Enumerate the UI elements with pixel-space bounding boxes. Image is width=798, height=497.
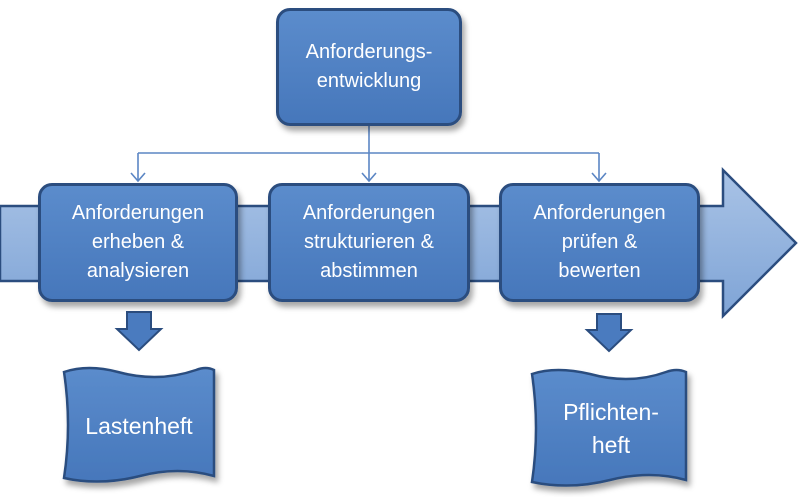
document-shape-lastenheft bbox=[62, 366, 216, 483]
step-line: bewerten bbox=[558, 260, 641, 282]
step-line: abstimmen bbox=[320, 260, 418, 282]
top-box-line: Anforderungs- bbox=[305, 41, 433, 63]
document-label-lastenheft: Lastenheft bbox=[64, 410, 214, 443]
document-shape-pflichtenheft bbox=[530, 368, 688, 487]
step-line: erheben & bbox=[91, 231, 185, 253]
step-line: Anforderungen bbox=[533, 202, 666, 224]
step-line: analysieren bbox=[86, 260, 190, 282]
document-line: Pflichten- bbox=[563, 399, 659, 425]
step-line: strukturieren & bbox=[303, 231, 435, 253]
document-line: Lastenheft bbox=[85, 413, 193, 439]
down-arrow-left bbox=[114, 311, 164, 352]
connector-lines bbox=[130, 126, 607, 183]
step-box-pruefen: Anforderungen prüfen & bewerten bbox=[499, 183, 700, 302]
top-box-anforderungsentwicklung: Anforderungs- entwicklung bbox=[276, 8, 462, 126]
document-line: heft bbox=[591, 432, 631, 458]
top-box-line: entwicklung bbox=[316, 70, 422, 92]
document-label-pflichtenheft: Pflichten- heft bbox=[536, 396, 686, 462]
step-box-erheben: Anforderungen erheben & analysieren bbox=[38, 183, 238, 302]
step-box-strukturieren: Anforderungen strukturieren & abstimmen bbox=[268, 183, 470, 302]
step-line: Anforderungen bbox=[302, 202, 436, 224]
step-line: prüfen & bbox=[561, 231, 638, 253]
down-arrow-right bbox=[584, 313, 634, 353]
step-line: Anforderungen bbox=[71, 202, 205, 224]
